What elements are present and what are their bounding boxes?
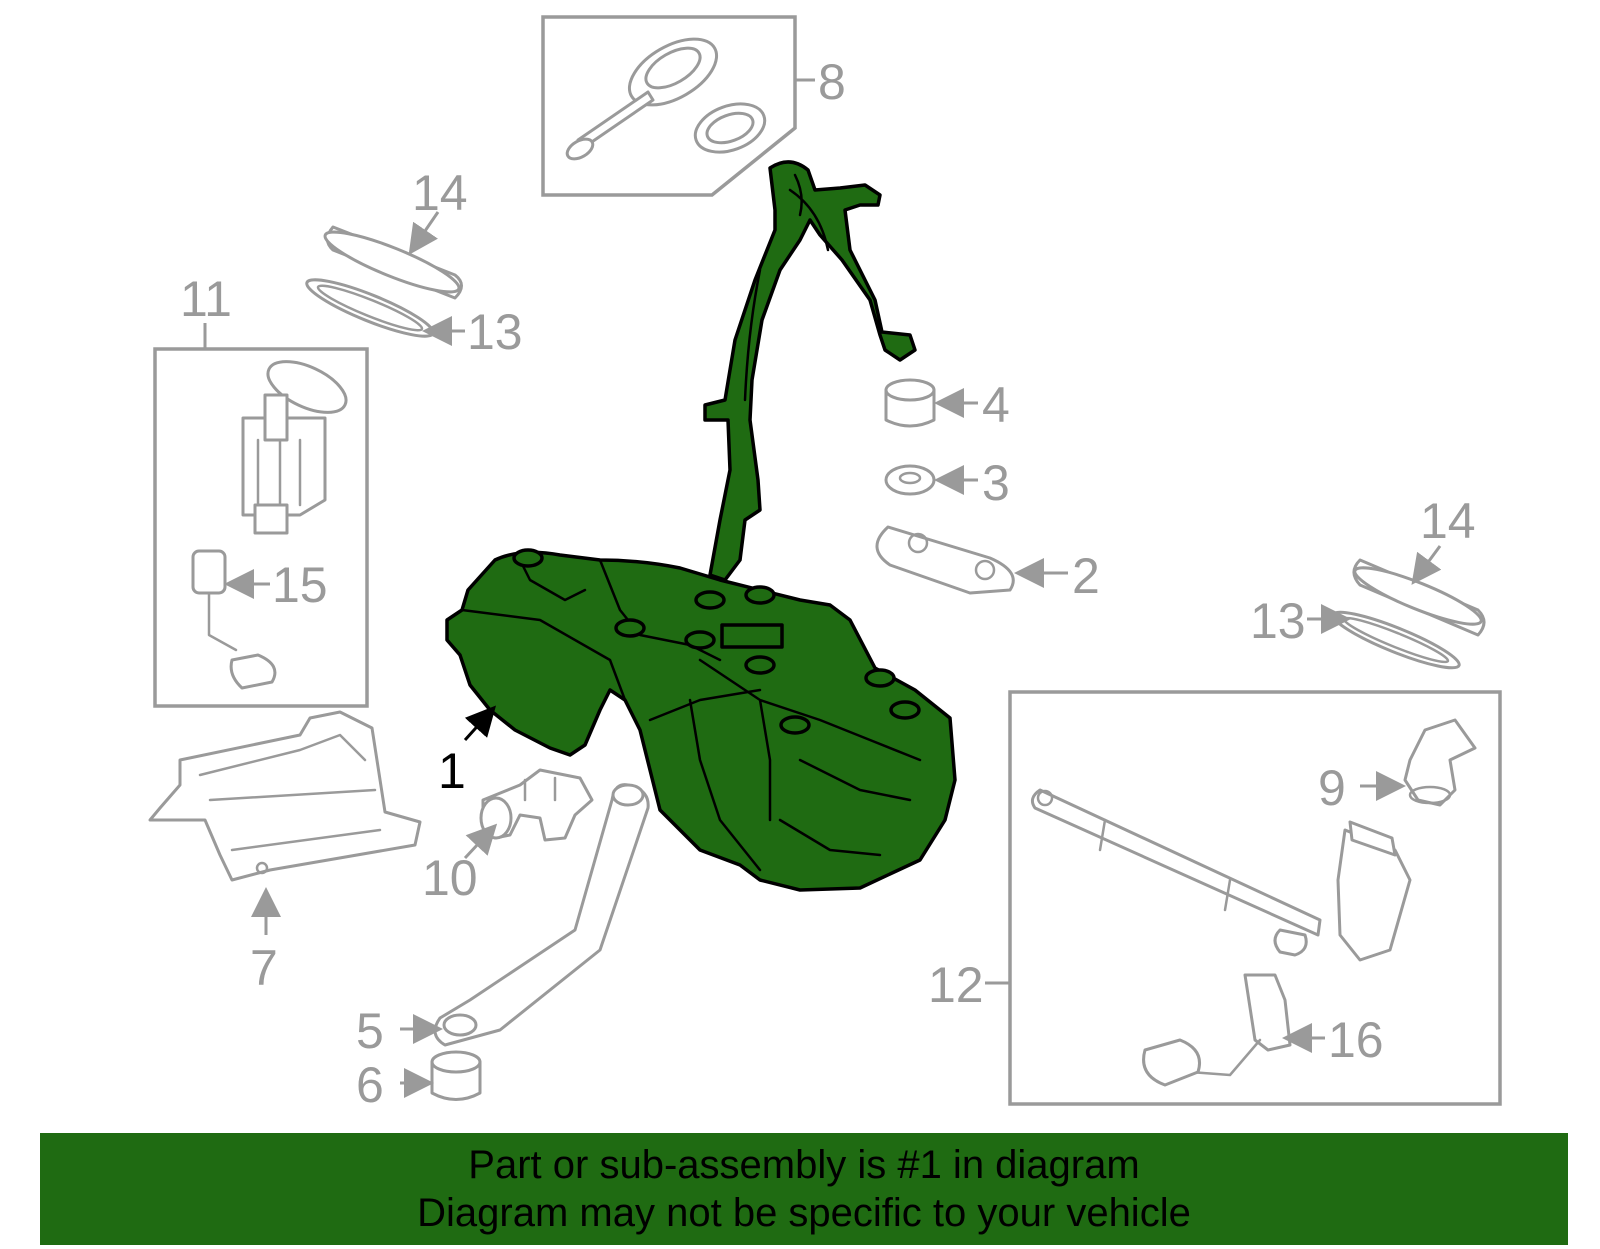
heat-shield[interactable] (148, 710, 422, 882)
fuel-transfer-module-box[interactable] (1008, 690, 1502, 1106)
washer-3[interactable] (884, 464, 936, 496)
callout-12: 12 (928, 957, 984, 1013)
notice-banner: Part or sub-assembly is #1 in diagram Di… (40, 1133, 1568, 1245)
transfer-tube[interactable] (1030, 788, 1412, 962)
callout-10: 10 (422, 850, 478, 906)
callout-4: 4 (982, 377, 1010, 433)
check-valve[interactable] (1403, 718, 1477, 807)
callout-16: 16 (1328, 1012, 1384, 1068)
banner-line-1: Part or sub-assembly is #1 in diagram (468, 1143, 1140, 1187)
gasket-2[interactable] (875, 525, 1015, 595)
callout-15: 15 (272, 557, 328, 613)
callout-6: 6 (356, 1057, 384, 1113)
bushing-4[interactable] (884, 378, 936, 428)
lock-ring-top[interactable] (320, 222, 464, 302)
pressure-sensor[interactable] (479, 768, 594, 842)
callout-13-right: 13 (1250, 593, 1306, 649)
callout-7: 7 (250, 940, 278, 996)
banner-line-2: Diagram may not be specific to your vehi… (417, 1191, 1191, 1235)
fuel-level-sender[interactable] (191, 549, 277, 690)
secondary-level-sender[interactable] (1142, 973, 1292, 1087)
callout-13-top: 13 (467, 304, 523, 360)
lock-ring-right[interactable] (1350, 558, 1486, 637)
callout-11: 11 (180, 271, 232, 327)
callout-14-top: 14 (412, 165, 468, 221)
callout-5: 5 (356, 1003, 384, 1059)
callout-3: 3 (982, 455, 1010, 511)
callout-14-right: 14 (1420, 493, 1476, 549)
fuel-pump-module[interactable] (153, 347, 369, 708)
callout-1: 1 (438, 743, 466, 799)
callout-8: 8 (818, 54, 846, 110)
callout-2: 2 (1072, 548, 1100, 604)
callout-9: 9 (1318, 760, 1346, 816)
strap-bushing[interactable] (430, 1050, 482, 1101)
fuel-tank-highlighted[interactable] (445, 160, 957, 892)
fuel-cap-assembly[interactable] (541, 15, 815, 197)
